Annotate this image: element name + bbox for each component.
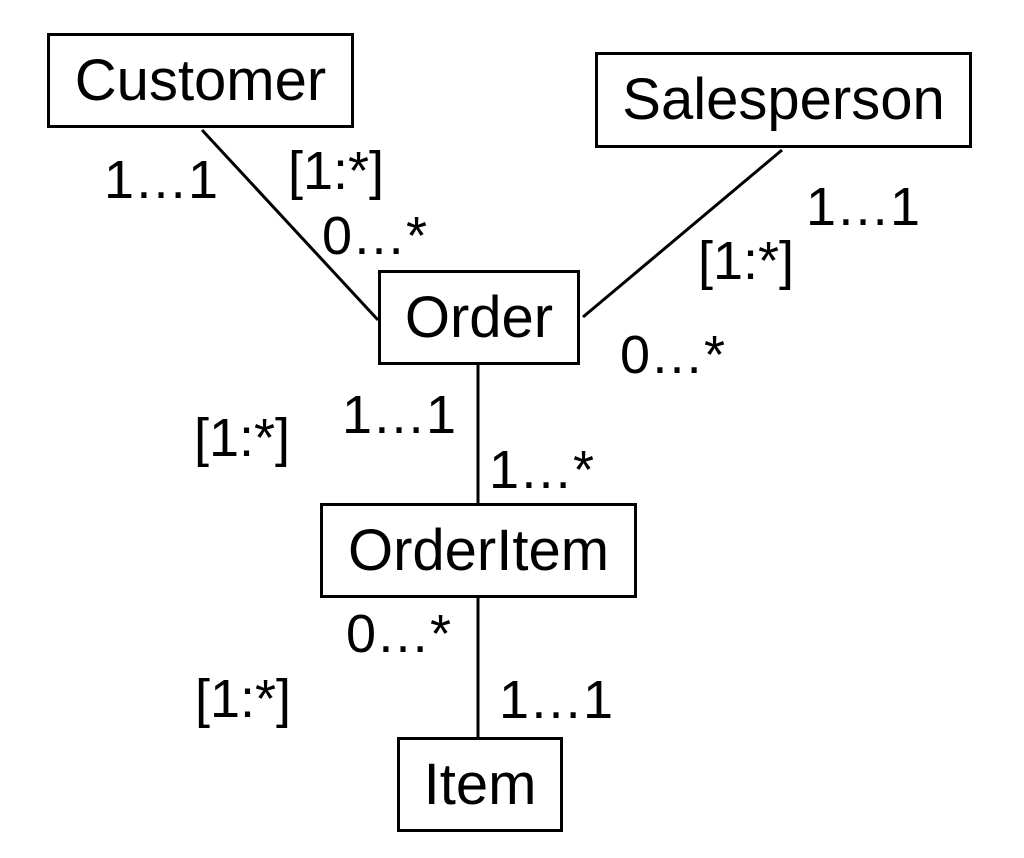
multiplicity-customer-order-order-end: 0…* (322, 206, 428, 266)
entity-box-customer: Customer (47, 33, 354, 128)
constraint-order-orderitem: [1:*] (194, 408, 291, 468)
entity-label-orderitem: OrderItem (347, 517, 610, 583)
entity-box-salesperson: Salesperson (595, 52, 972, 148)
constraint-orderitem-item: [1:*] (195, 669, 292, 729)
multiplicity-customer-order-customer-end: 1…1 (104, 150, 219, 210)
multiplicity-order-orderitem-orderitem-end: 1…* (489, 440, 595, 500)
entity-label-salesperson: Salesperson (622, 67, 945, 132)
constraint-salesperson-order: [1:*] (698, 231, 795, 291)
multiplicity-orderitem-item-item-end: 1…1 (499, 670, 614, 730)
entity-label-item: Item (423, 751, 537, 817)
association-line-customer-order (200, 128, 380, 322)
entity-box-item: Item (397, 737, 563, 832)
constraint-customer-order: [1:*] (288, 141, 385, 201)
multiplicity-salesperson-order-salesperson-end: 1…1 (806, 177, 921, 237)
multiplicity-salesperson-order-order-end: 0…* (620, 325, 726, 385)
multiplicity-orderitem-item-orderitem-end: 0…* (346, 604, 452, 664)
entity-box-order: Order (378, 270, 580, 365)
association-line-salesperson-order (582, 148, 783, 319)
entity-box-orderitem: OrderItem (320, 503, 637, 598)
entity-label-customer: Customer (74, 47, 327, 113)
multiplicity-order-orderitem-order-end: 1…1 (342, 385, 457, 445)
entity-label-order: Order (404, 284, 554, 350)
